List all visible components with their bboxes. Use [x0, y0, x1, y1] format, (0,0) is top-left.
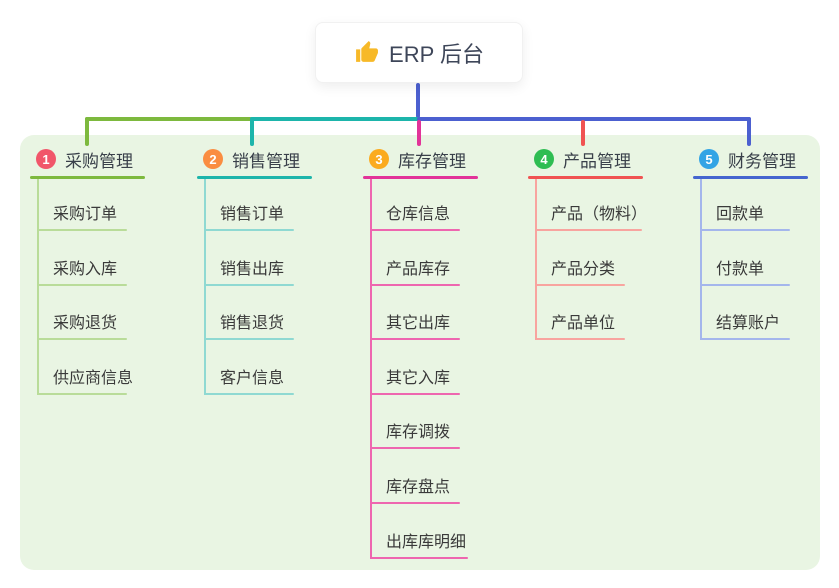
item-underline [700, 284, 790, 286]
item-underline [370, 338, 460, 340]
branch-item[interactable]: 客户信息 [220, 370, 285, 387]
item-underline [370, 557, 468, 559]
item-underline [700, 338, 790, 340]
item-underline [204, 229, 294, 231]
branch-header-finance[interactable]: 5 财务管理 [699, 147, 796, 171]
branch5-spine-line [700, 179, 702, 340]
branch5-underline [693, 176, 808, 179]
branch-item[interactable]: 库存调拨 [386, 424, 451, 441]
branches-panel [20, 135, 820, 570]
branch4-underline [528, 176, 643, 179]
item-underline [204, 338, 294, 340]
item-underline [37, 393, 127, 395]
branch2-underline [197, 176, 312, 179]
item-underline [370, 229, 460, 231]
branch2-spine-line [204, 179, 206, 395]
item-underline [204, 393, 294, 395]
branch-item[interactable]: 库存盘点 [386, 479, 451, 496]
branch-item[interactable]: 产品库存 [386, 261, 451, 278]
branch2-drop-line [250, 117, 254, 146]
root-connector-line [416, 83, 420, 118]
branch-header-product[interactable]: 4 产品管理 [534, 147, 631, 171]
branch-item[interactable]: 结算账户 [716, 315, 781, 332]
branch5-number-badge: 5 [699, 149, 719, 169]
branch-item[interactable]: 销售订单 [220, 206, 285, 223]
branch3-label: 库存管理 [398, 151, 466, 171]
thumbs-up-icon [356, 41, 378, 62]
branch4-spine-line [535, 179, 537, 340]
branch3-underline [363, 176, 478, 179]
branch-item[interactable]: 采购退货 [53, 315, 118, 332]
branch1-drop-line [85, 117, 89, 146]
branch1-number-badge: 1 [36, 149, 56, 169]
branch-item[interactable]: 销售出库 [220, 261, 285, 278]
branch-item[interactable]: 付款单 [716, 261, 765, 278]
branch2-number-badge: 2 [203, 149, 223, 169]
item-underline [37, 284, 127, 286]
branch-item[interactable]: 产品（物料） [551, 206, 648, 223]
root-node[interactable]: ERP 后台 [315, 22, 523, 83]
bus-segment-blue [417, 117, 751, 121]
item-underline [535, 229, 642, 231]
branch-item[interactable]: 销售退货 [220, 315, 285, 332]
branch-header-purchase[interactable]: 1 采购管理 [36, 147, 133, 171]
item-underline [37, 229, 127, 231]
item-underline [535, 284, 625, 286]
branch-item[interactable]: 其它出库 [386, 315, 451, 332]
branch-item[interactable]: 供应商信息 [53, 370, 134, 387]
branch4-label: 产品管理 [563, 151, 631, 171]
branch5-drop-line [747, 117, 751, 146]
item-underline [535, 338, 625, 340]
root-title: ERP 后台 [389, 41, 484, 67]
branch-item[interactable]: 仓库信息 [386, 206, 451, 223]
bus-segment-green [85, 117, 252, 121]
branch4-number-badge: 4 [534, 149, 554, 169]
branch-item[interactable]: 采购订单 [53, 206, 118, 223]
branch-item[interactable]: 产品分类 [551, 261, 616, 278]
branch-header-inventory[interactable]: 3 库存管理 [369, 147, 466, 171]
branch-item[interactable]: 采购入库 [53, 261, 118, 278]
item-underline [370, 502, 460, 504]
item-underline [370, 393, 460, 395]
bus-segment-teal [250, 117, 419, 121]
branch1-underline [30, 176, 145, 179]
branch-item[interactable]: 产品单位 [551, 315, 616, 332]
item-underline [370, 447, 460, 449]
branch-item[interactable]: 其它入库 [386, 370, 451, 387]
branch-item[interactable]: 回款单 [716, 206, 765, 223]
branch-header-sales[interactable]: 2 销售管理 [203, 147, 300, 171]
item-underline [204, 284, 294, 286]
branch3-number-badge: 3 [369, 149, 389, 169]
item-underline [700, 229, 790, 231]
item-underline [37, 338, 127, 340]
branch1-label: 采购管理 [65, 151, 133, 171]
branch1-spine-line [37, 179, 39, 395]
branch2-label: 销售管理 [232, 151, 300, 171]
branch5-label: 财务管理 [728, 151, 796, 171]
branch4-drop-line [581, 120, 585, 146]
branch3-spine-line [370, 179, 372, 559]
branch-item[interactable]: 出库库明细 [386, 534, 467, 551]
branch3-drop-line [417, 120, 421, 146]
item-underline [370, 284, 460, 286]
